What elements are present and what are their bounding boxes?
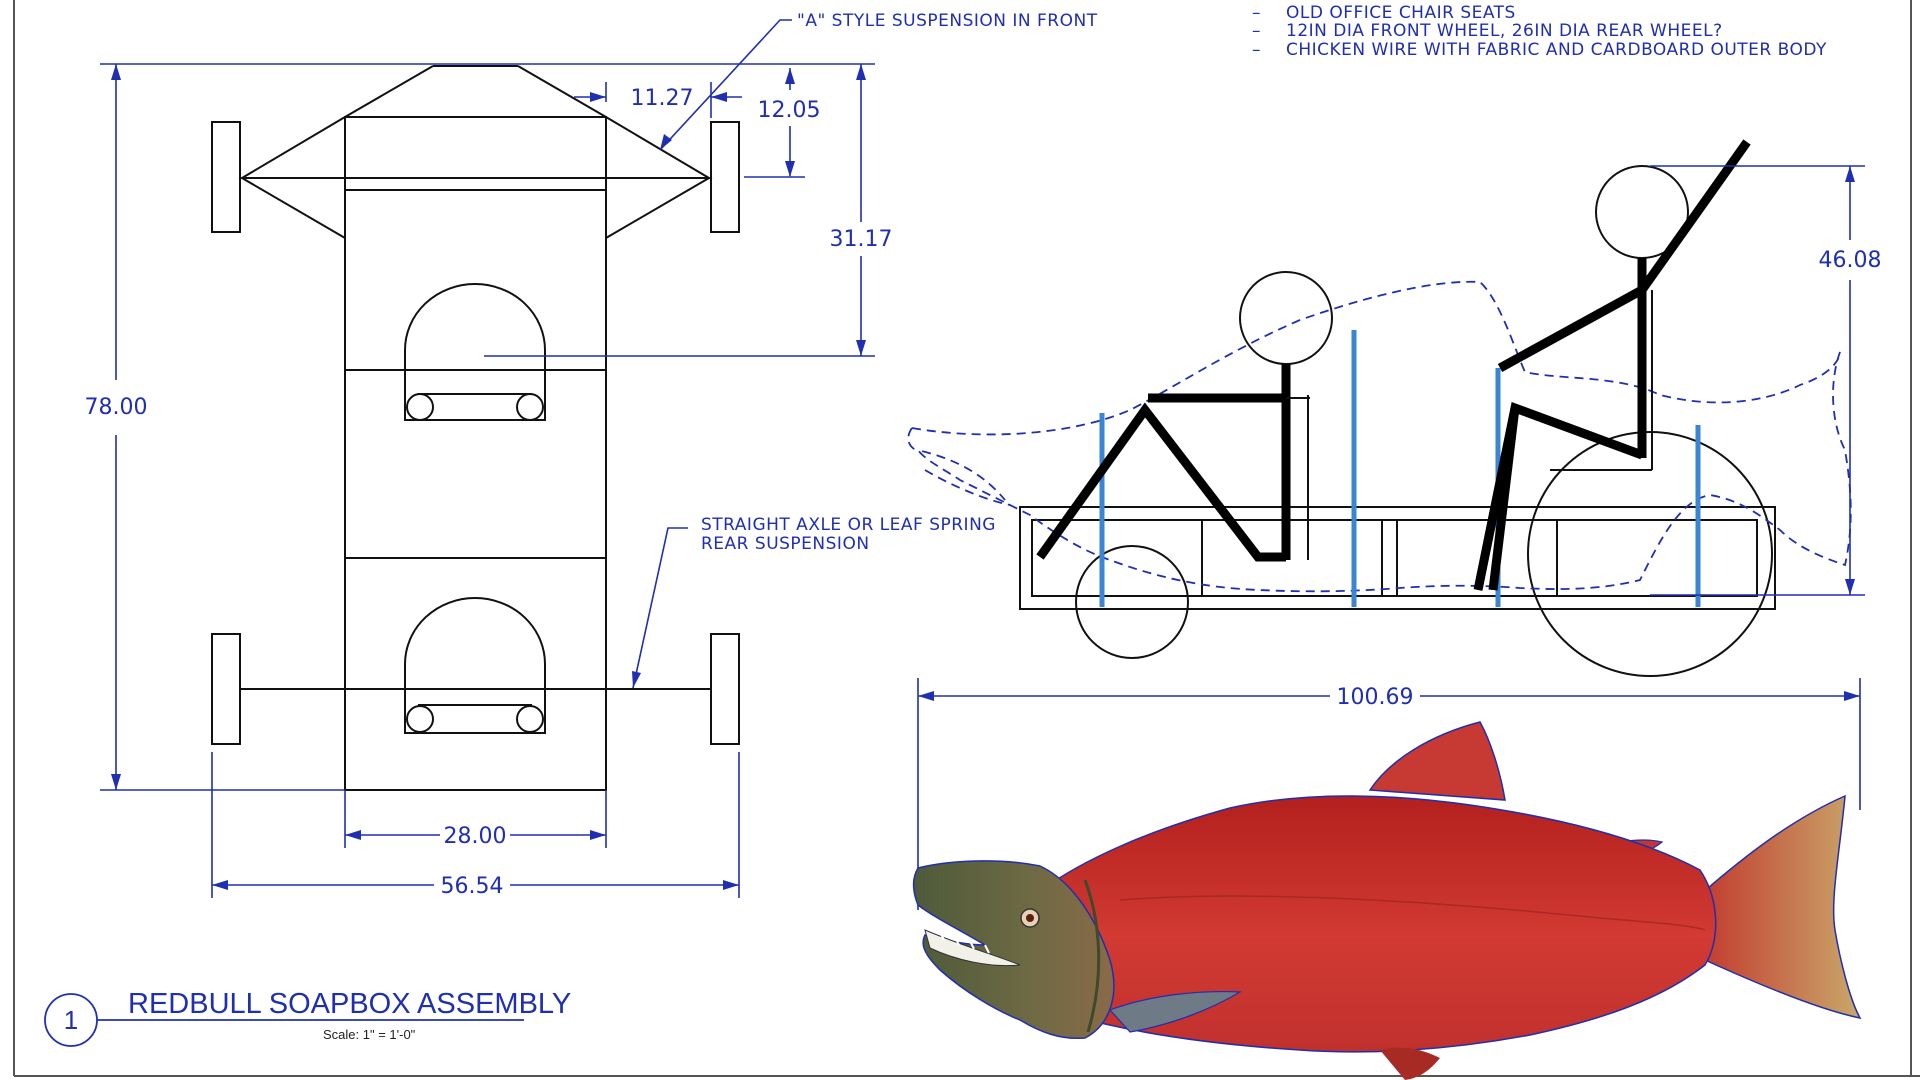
nose-shape [238,116,713,179]
front-left-wheel [211,121,241,233]
title-block: 1 REDBULL SOAPBOX ASSEMBLY Scale: 1" = 1… [44,988,571,1047]
drawing-title: REDBULL SOAPBOX ASSEMBLY [128,988,571,1020]
dim-track-width: 56.54 [441,874,504,899]
svg-text:–: – [1252,3,1261,23]
top-view-dimensions: 78.00 11.27 12.05 31.17 28.00 [85,63,893,899]
salmon-illustration [912,721,1862,1080]
driver-figure-front [1036,271,1333,562]
note-item: CHICKEN WIRE WITH FABRIC AND CARDBOARD O… [1286,40,1827,60]
side-view [907,139,1852,677]
note-item: 12IN DIA FRONT WHEEL, 26IN DIA REAR WHEE… [1286,21,1723,41]
side-frame [1019,506,1776,610]
notes-list: – OLD OFFICE CHAIR SEATS – 12IN DIA FRON… [1252,3,1827,60]
view-number: 1 [64,1005,78,1035]
dim-wheel-offset-vertical: 12.05 [758,98,821,123]
rear-left-wheel [211,633,241,745]
dim-front-to-seat: 31.17 [830,227,893,252]
rear-right-wheel [710,633,740,745]
dim-body-width: 28.00 [444,824,507,849]
side-front-wheel [1075,545,1189,659]
callout-rear-suspension: STRAIGHT AXLE OR LEAF SPRING REAR SUSPEN… [632,515,996,689]
dim-wheel-offset: 11.27 [631,86,694,111]
drawing-scale: Scale: 1" = 1'-0" [323,1027,416,1042]
side-view-dimensions: 46.08 100.69 [917,165,1882,910]
callout-front-suspension: "A" STYLE SUSPENSION IN FRONT [659,11,1098,151]
svg-text:STRAIGHT AXLE OR LEAF SPRING: STRAIGHT AXLE OR LEAF SPRING [701,515,996,535]
svg-text:REAR SUSPENSION: REAR SUSPENSION [701,534,870,554]
side-rear-wheel [1527,431,1773,677]
dim-fish-length: 100.69 [1337,685,1414,710]
svg-text:"A" STYLE SUSPENSION IN FRONT: "A" STYLE SUSPENSION IN FRONT [797,11,1098,31]
front-seat [404,283,546,421]
rear-seat [404,597,546,734]
chassis-body [344,116,607,791]
svg-text:–: – [1252,40,1261,60]
front-right-wheel [710,121,740,233]
dim-overall-length: 78.00 [85,395,148,420]
top-view [211,65,740,791]
svg-text:–: – [1252,21,1261,41]
sheet-border [13,0,1920,1077]
note-item: OLD OFFICE CHAIR SEATS [1286,3,1516,23]
dim-side-height: 46.08 [1819,248,1882,273]
driver-figure-rear [1473,139,1751,591]
